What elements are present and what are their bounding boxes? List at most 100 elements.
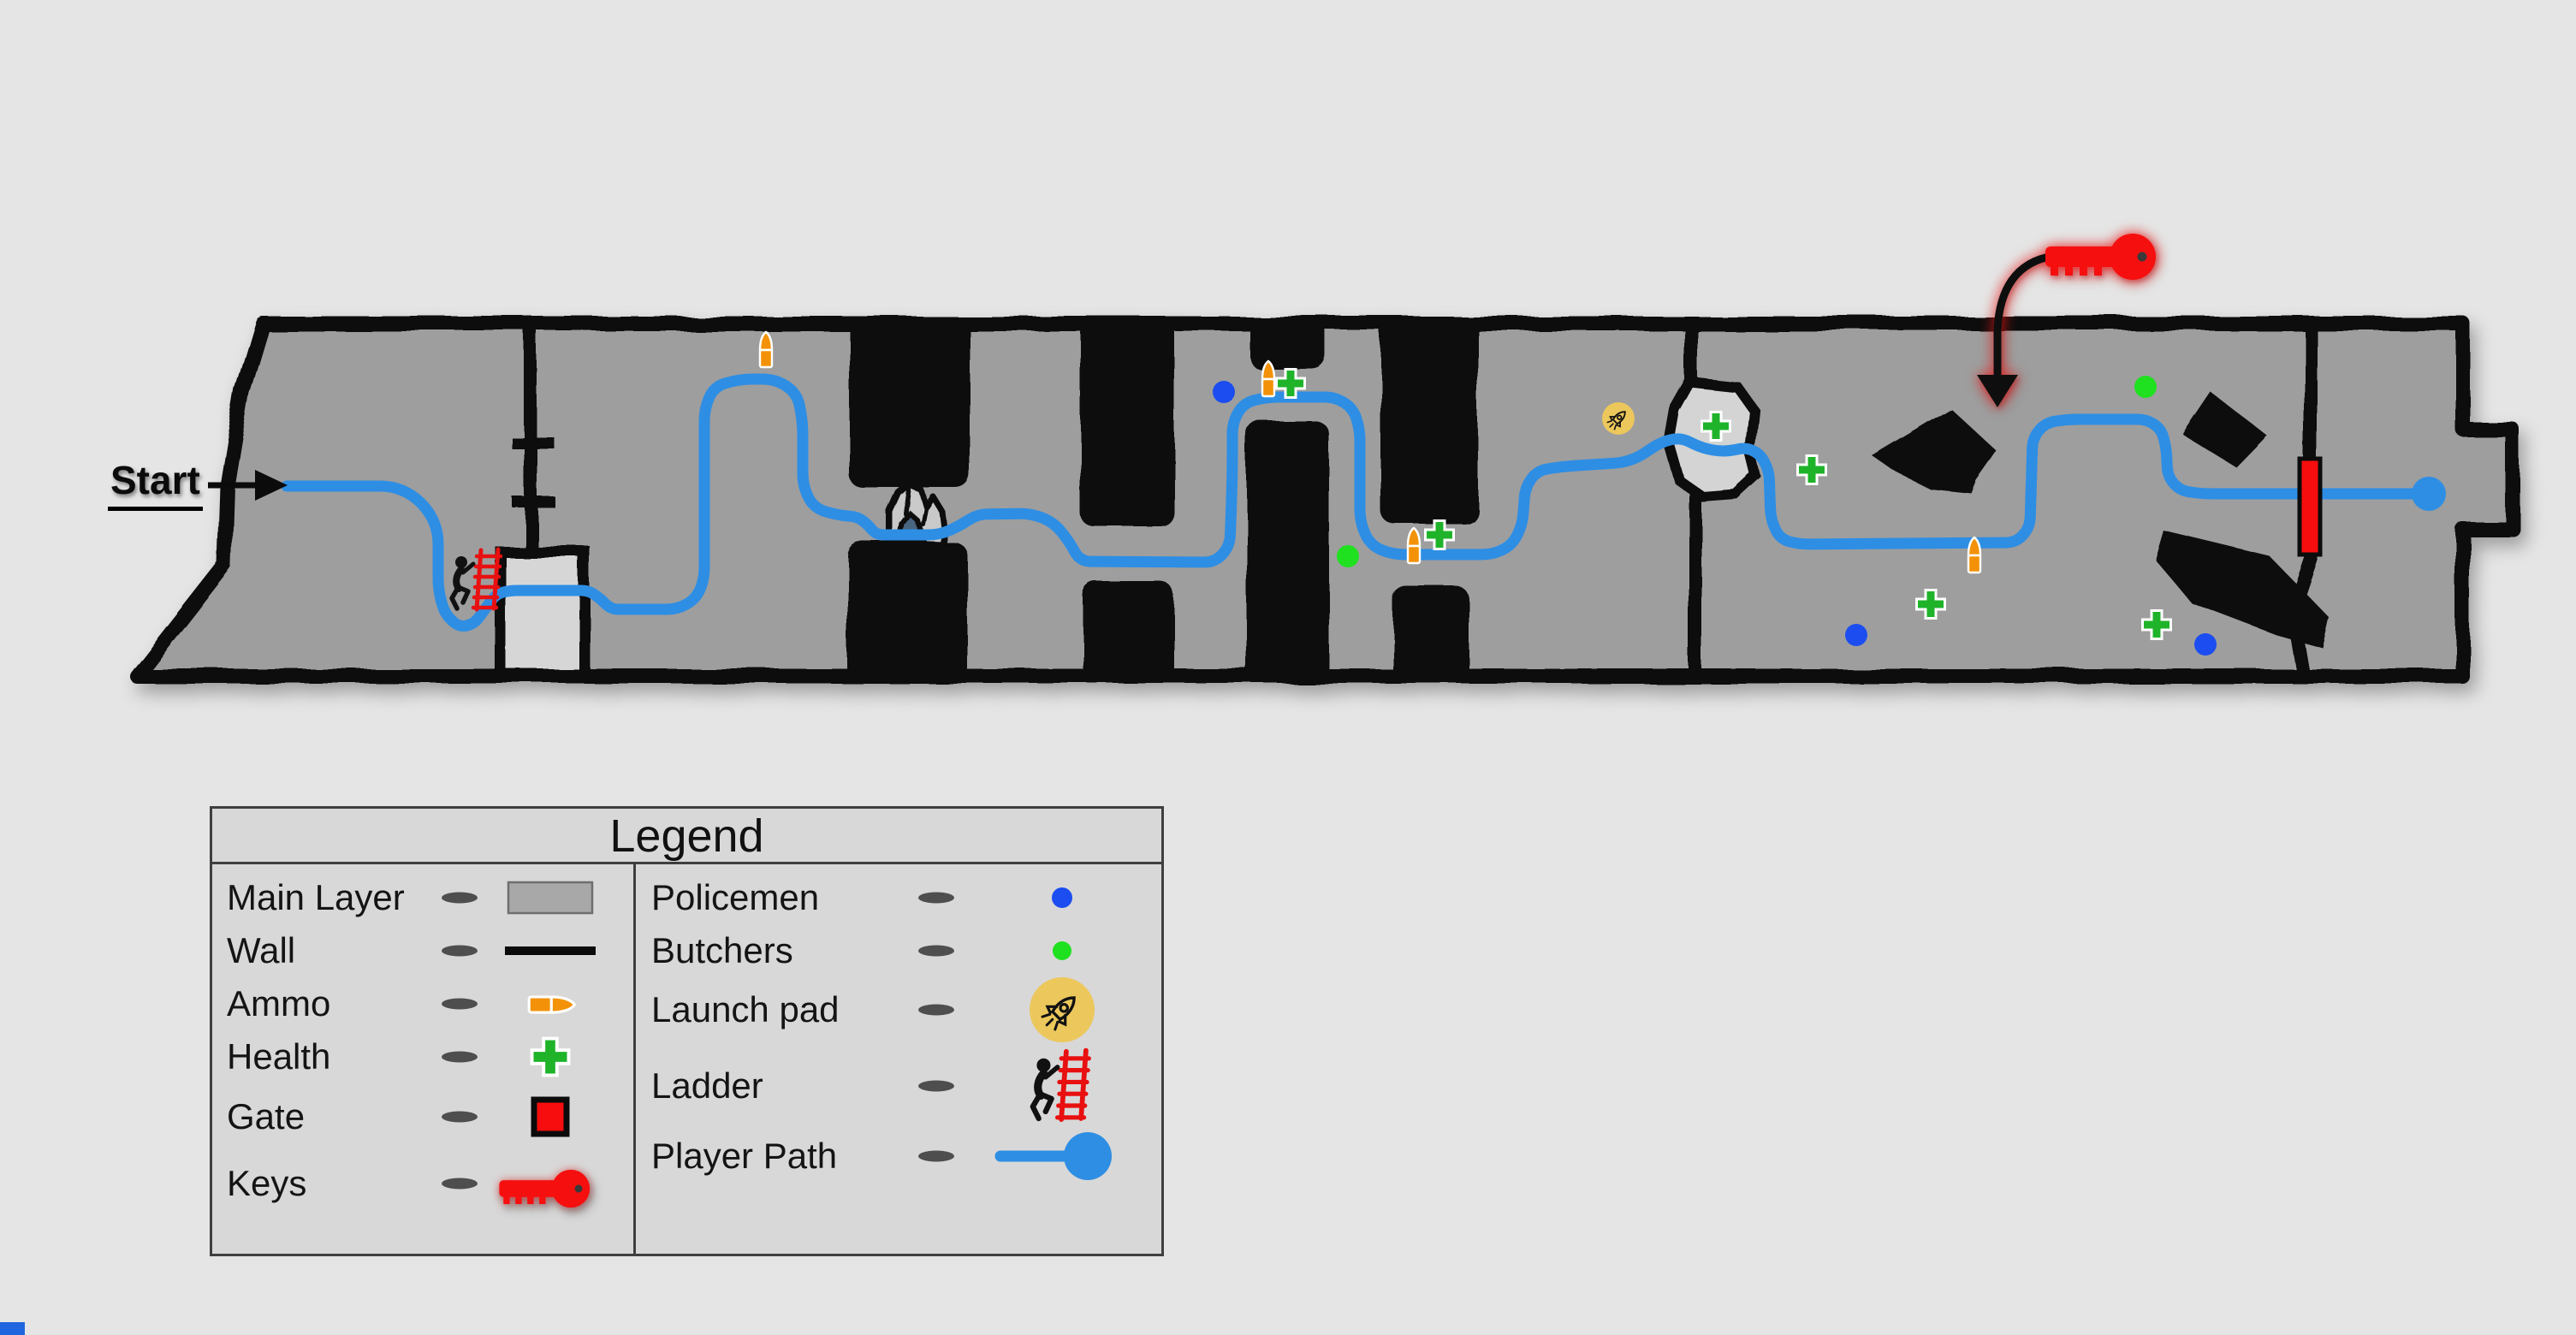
ammo-marker xyxy=(1967,536,1982,574)
legend-row-ammo: Ammo xyxy=(212,977,1161,1030)
legend-dash xyxy=(918,1080,954,1092)
butcher-marker xyxy=(1337,545,1359,567)
gate-marker xyxy=(2297,456,2323,557)
legend-dash xyxy=(918,1004,954,1016)
legend-divider xyxy=(633,864,636,1254)
legend-row-butchers: Butchers xyxy=(212,924,1161,977)
legend-label: Main Layer xyxy=(227,877,405,917)
legend-dash xyxy=(442,1051,478,1063)
terrain-layer xyxy=(129,316,2520,684)
butcher-marker xyxy=(2134,376,2157,398)
health-marker xyxy=(1701,411,1731,442)
legend-dash xyxy=(442,1178,478,1190)
ladder-icon xyxy=(449,547,503,612)
policeman-glyph xyxy=(1052,887,1072,908)
terrain-shadow-wrap xyxy=(129,316,2520,684)
legend-row-keys: Keys xyxy=(212,1157,1161,1210)
legend-label: Gate xyxy=(227,1096,306,1136)
legend-row-health: Health xyxy=(212,1030,1161,1083)
key-icon xyxy=(2045,234,2156,280)
legend-label: Keys xyxy=(227,1163,307,1203)
gate-legend-icon xyxy=(531,1096,570,1137)
wall-pillar xyxy=(1380,318,1478,524)
legend-row-launch-pad: Launch pad xyxy=(212,977,1161,1042)
legend-row-main-layer: Main Layer xyxy=(212,871,1161,924)
legend-label: Launch pad xyxy=(651,989,840,1029)
ammo-marker xyxy=(1406,526,1422,565)
annotations-layer xyxy=(208,234,2156,501)
ammo-marker xyxy=(1261,359,1276,398)
legend-row-ladder: Ladder xyxy=(212,1047,1161,1122)
legend-dash xyxy=(918,1150,954,1162)
health-marker xyxy=(1275,368,1306,399)
rocket-icon xyxy=(1041,996,1076,1031)
wall-pillar xyxy=(849,318,970,488)
legend-dash xyxy=(442,998,478,1010)
key-annotation xyxy=(1977,234,2156,407)
policeman-marker xyxy=(1845,624,1867,646)
rock-obstacle xyxy=(2155,531,2330,648)
player-path-layer xyxy=(281,373,2446,632)
policemen-legend-icon xyxy=(1052,887,1072,908)
player-path xyxy=(281,373,2435,632)
ammo-legend-icon xyxy=(527,995,577,1014)
launch-pad-legend-icon xyxy=(1030,977,1095,1042)
butchers-legend-icon xyxy=(1053,941,1071,960)
markers-layer xyxy=(449,330,2323,656)
health-marker xyxy=(1915,589,1946,620)
player-path-legend-icon xyxy=(994,1132,1112,1180)
wall-pillar xyxy=(1080,318,1174,526)
wall-pillar xyxy=(1083,582,1174,681)
legend-dash xyxy=(442,1111,478,1123)
legend-label: Player Path xyxy=(651,1136,838,1176)
health-glyph xyxy=(530,1036,571,1077)
legend-label: Ammo xyxy=(227,983,331,1024)
legend-label: Ladder xyxy=(651,1065,763,1106)
health-marker xyxy=(1424,519,1455,550)
main-layer-legend-icon xyxy=(507,881,594,915)
policeman-marker xyxy=(2194,633,2217,656)
rock-obstacle xyxy=(2182,392,2266,466)
ladder-glyph xyxy=(1030,1047,1091,1122)
health-marker xyxy=(2141,609,2172,640)
doorway xyxy=(495,546,591,680)
start-arrowhead xyxy=(255,470,288,501)
legend-label: Butchers xyxy=(651,930,793,970)
key-arrow xyxy=(1993,252,2058,381)
legend-row-gate: Gate xyxy=(212,1090,1161,1143)
player-end-point xyxy=(2412,477,2446,511)
ladder-legend-icon xyxy=(1030,1047,1091,1122)
wall-pillar xyxy=(1249,318,1327,370)
legend-label: Policemen xyxy=(651,877,820,917)
legend-title: Legend xyxy=(212,809,1161,864)
ammo-marker xyxy=(758,330,774,369)
legend-row-wall: Wall xyxy=(212,924,1161,977)
key-glyph xyxy=(499,1169,591,1208)
start-label: Start xyxy=(108,457,203,511)
legend-dash xyxy=(918,945,954,957)
butcher-glyph xyxy=(1053,941,1071,960)
legend-row-player-path: Player Path xyxy=(212,1130,1161,1183)
rocket-icon xyxy=(1606,411,1626,430)
legend-label: Wall xyxy=(227,930,296,970)
launch-pad-marker xyxy=(1602,402,1635,435)
wall-legend-icon xyxy=(505,946,596,955)
wall-pillar xyxy=(1392,586,1469,681)
wall-pillar xyxy=(847,542,967,681)
health-legend-icon xyxy=(530,1036,571,1077)
key-arrowhead xyxy=(1977,375,2018,407)
keys-legend-icon xyxy=(499,1169,591,1208)
corner-artifact xyxy=(0,1322,25,1335)
ammo-glyph xyxy=(527,995,577,1014)
legend-dash xyxy=(442,892,478,904)
legend-dash xyxy=(918,892,954,904)
rock-obstacle xyxy=(1873,409,1997,494)
policeman-marker xyxy=(1213,381,1235,403)
legend-label: Health xyxy=(227,1036,331,1077)
health-marker xyxy=(1796,454,1827,485)
wall-pillar xyxy=(1247,421,1329,681)
legend-dash xyxy=(442,945,478,957)
